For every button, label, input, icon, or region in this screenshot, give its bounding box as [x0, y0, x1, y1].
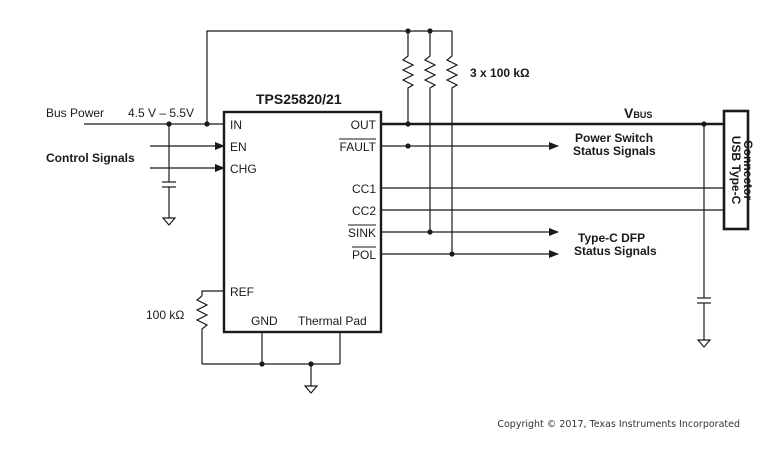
pin-in: IN [230, 118, 242, 132]
junction-dot [405, 121, 411, 127]
vbus-label: VBUS [624, 105, 652, 121]
usb-type-c-connector [722, 109, 750, 231]
pullup-resistor-2 [423, 31, 437, 232]
junction-dot [449, 251, 455, 257]
ref-resistor [195, 295, 209, 364]
bus-power-label: Bus Power [46, 106, 104, 120]
junction-dot [427, 229, 433, 235]
pullup-bus-wire [206, 30, 452, 124]
ref-wire [201, 290, 224, 296]
pin-ref: REF [230, 285, 254, 299]
control-signals-label: Control Signals [46, 151, 135, 165]
output-capacitor [697, 124, 711, 340]
input-capacitor [162, 124, 176, 218]
connector-label: USB Type-CConnector [729, 136, 755, 205]
ground-symbol [696, 339, 712, 348]
pin-chg: CHG [230, 162, 257, 176]
pin-out: OUT [351, 118, 377, 132]
pullup-resistor-1 [401, 31, 415, 124]
copyright-text: Copyright © 2017, Texas Instruments Inco… [497, 419, 740, 430]
junction-dot [204, 121, 210, 127]
voltage-range-label: 4.5 V – 5.5V [128, 106, 194, 120]
pin-pol: POL [352, 248, 376, 262]
pin-thermal-pad: Thermal Pad [298, 314, 367, 328]
pullup-resistor-3 [445, 31, 459, 254]
pin-sink: SINK [348, 226, 376, 240]
chip-title: TPS25820/21 [256, 91, 342, 107]
ground-symbol [161, 217, 177, 226]
junction-dot [405, 143, 411, 149]
pin-gnd: GND [251, 314, 278, 328]
ref-resistor-label: 100 kΩ [146, 308, 184, 322]
chip-body [222, 110, 383, 334]
ground-symbol [303, 385, 319, 394]
pin-cc2: CC2 [352, 204, 376, 218]
junction-dot [259, 361, 265, 367]
pin-en: EN [230, 140, 247, 154]
pin-fault: FAULT [340, 140, 377, 154]
pullup-resistor-label: 3 x 100 kΩ [470, 66, 530, 80]
pin-cc1: CC1 [352, 182, 376, 196]
